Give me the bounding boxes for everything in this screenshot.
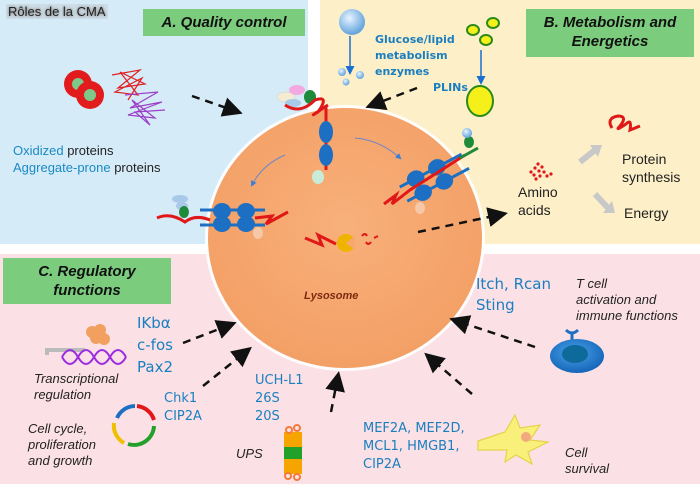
substrate-chaperone-complex-top xyxy=(276,85,333,184)
label-line: immune functions xyxy=(576,308,678,323)
label-line: Transcriptional xyxy=(34,371,119,386)
transcription-icon xyxy=(45,324,127,365)
label-line: T cell xyxy=(576,276,608,291)
glucose-enzyme-icon xyxy=(338,9,365,86)
protein-icon xyxy=(608,114,641,133)
header-quality-control: A. Quality control xyxy=(143,9,305,36)
gene-label: MEF2A, MEF2D, xyxy=(363,421,465,436)
header-metabolism: B. Metabolism and Energetics xyxy=(526,9,694,57)
gene-label: CIP2A xyxy=(363,457,401,472)
substrate-degradation xyxy=(304,231,379,252)
gene-label: 20S xyxy=(255,409,280,424)
label-line: Cell cycle, xyxy=(28,421,88,436)
gene-label: c-fos xyxy=(137,336,173,354)
proteins-label: proteins xyxy=(110,160,161,175)
translocation-arrow-right xyxy=(354,137,402,160)
transcription-label: Transcriptional regulation xyxy=(34,371,118,403)
arrow-cellcycle-to-lysosome xyxy=(202,346,252,387)
proteins-label: proteins xyxy=(63,143,114,158)
oxidized-protein-icon xyxy=(64,70,104,109)
gene-label: Itch, Rcan xyxy=(476,275,551,293)
protein-synthesis-line: synthesis xyxy=(622,169,681,185)
proteasome-icon xyxy=(284,424,302,481)
protein-synthesis-label: Protein synthesis xyxy=(622,150,680,186)
amino-acids-icon xyxy=(529,162,553,181)
cellcycle-genes: Chk1 CIP2A xyxy=(164,390,202,426)
header-text-line1: C. Regulatory xyxy=(38,263,136,280)
label-line: activation and xyxy=(576,292,657,307)
aggregate-protein-icon xyxy=(111,69,166,126)
amino-line: Amino xyxy=(518,184,558,200)
arrow-to-protein-synthesis xyxy=(578,147,597,165)
gene-label: UCH-L1 xyxy=(255,373,304,388)
tcell-genes: Itch, Rcan Sting xyxy=(476,274,551,316)
arrow-a-to-lysosome xyxy=(191,94,243,117)
arrow-ups-to-lysosome xyxy=(325,371,345,413)
header-text-line2: Energetics xyxy=(571,33,649,50)
quality-control-labels: Oxidized proteins Aggregate-prone protei… xyxy=(13,142,160,176)
energy-label: Energy xyxy=(624,205,669,221)
t-cell-icon xyxy=(550,328,604,373)
arrow-transcription-to-lysosome xyxy=(182,320,237,345)
ups-label: UPS xyxy=(236,446,263,461)
protein-synthesis-line: Protein xyxy=(622,151,667,167)
arrow-head-energy xyxy=(603,201,615,213)
lipid-droplet-icon xyxy=(466,17,500,117)
ups-genes: UCH-L1 26S 20S xyxy=(255,372,304,426)
tcell-label: T cell activation and immune functions xyxy=(576,276,678,324)
plins-label: PLINs xyxy=(433,81,468,94)
label-line: proliferation xyxy=(28,437,96,452)
gene-label: Pax2 xyxy=(137,358,173,376)
amino-line: acids xyxy=(518,202,551,218)
arrow-tcell-to-lysosome xyxy=(449,315,536,349)
amino-acids-label: Amino acids xyxy=(518,183,558,219)
label-line: survival xyxy=(565,461,610,476)
survival-genes: MEF2A, MEF2D, MCL1, HMGB1, CIP2A xyxy=(363,420,465,474)
gene-label: IKbα xyxy=(137,314,171,332)
glucose-line: metabolism xyxy=(375,49,448,62)
oxidized-label: Oxidized xyxy=(13,143,64,158)
figure-title: Rôles de la CMA xyxy=(6,4,108,19)
glucose-line: Glucose/lipid xyxy=(375,33,455,46)
header-regulatory: C. Regulatory functions xyxy=(3,258,171,304)
glucose-line: enzymes xyxy=(375,65,430,78)
label-line: Cell xyxy=(565,445,588,460)
header-text: A. Quality control xyxy=(161,14,287,31)
arrow-to-energy xyxy=(592,191,611,211)
arrow-lysosome-to-amino xyxy=(417,207,508,234)
lamp2a-complex-right xyxy=(383,128,479,214)
cell-cycle-icon xyxy=(111,404,156,447)
aggregate-label: Aggregate-prone xyxy=(13,160,111,175)
arrow-b-to-lysosome xyxy=(365,86,418,110)
gene-label: CIP2A xyxy=(164,409,202,424)
glucose-lipid-label: Glucose/lipid metabolism enzymes xyxy=(375,32,455,80)
arrow-head-protein-synthesis xyxy=(590,145,602,157)
label-line: and growth xyxy=(28,453,93,468)
gene-label: MCL1, HMGB1, xyxy=(363,439,460,454)
lysosome-label: Lysosome xyxy=(304,290,359,302)
arrow-survival-to-lysosome xyxy=(424,352,473,395)
gene-label: Chk1 xyxy=(164,391,198,406)
header-text-line2: functions xyxy=(53,282,121,299)
transcription-genes: IKbα c-fos Pax2 xyxy=(137,312,173,378)
header-text-line1: B. Metabolism and xyxy=(543,14,677,31)
survival-label: Cell survival xyxy=(565,445,609,477)
lamp2a-complex-left xyxy=(156,195,289,239)
neuron-icon xyxy=(477,413,551,466)
translocation-arrow-left xyxy=(251,154,286,187)
gene-label: Sting xyxy=(476,296,515,314)
gene-label: 26S xyxy=(255,391,280,406)
label-line: regulation xyxy=(34,387,92,402)
cellcycle-label: Cell cycle, proliferation and growth xyxy=(28,421,96,469)
